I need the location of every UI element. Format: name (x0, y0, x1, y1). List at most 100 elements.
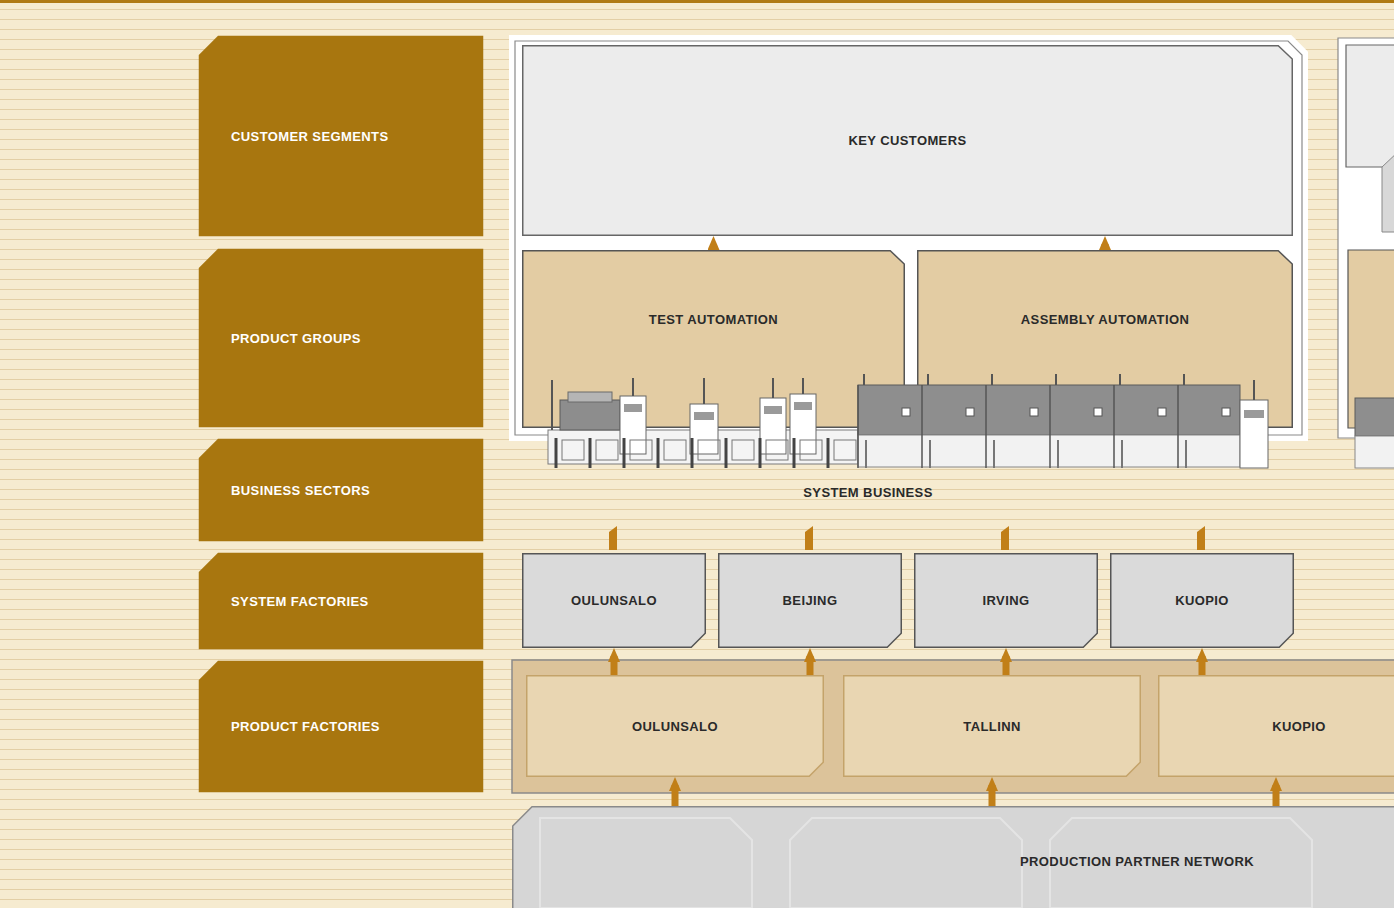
box-label: PRODUCTION PARTNER NETWORK (1020, 854, 1254, 869)
org-box: KEY CUSTOMERS (522, 45, 1293, 236)
box-shape (512, 806, 1394, 908)
machine-part (596, 440, 618, 460)
machine-part (834, 440, 856, 460)
machine-line-stroke (589, 438, 592, 468)
box-label: SYSTEM FACTORIES (231, 594, 369, 609)
machine-part (1244, 410, 1264, 418)
org-box: BEIJING (718, 553, 902, 648)
box-label: TALLINN (963, 719, 1020, 734)
machine-part (902, 408, 910, 416)
row-label-box: BUSINESS SECTORS (198, 438, 484, 542)
machine-line-stroke (657, 438, 660, 468)
machine-part (560, 400, 620, 430)
box-outline (918, 251, 1293, 428)
arrow-tab (1197, 526, 1205, 550)
flow-arrow (1102, 244, 1109, 250)
machine-line-stroke (703, 378, 705, 404)
machine-part (794, 402, 812, 410)
box-outline (1159, 676, 1394, 777)
machine-part (690, 404, 718, 454)
machine-line-stroke (929, 440, 931, 468)
box-label: IRVING (983, 593, 1030, 608)
box-label: OULUNSALO (571, 593, 657, 608)
box-outline (523, 46, 1293, 236)
machine-line-stroke (551, 380, 553, 430)
row-label-box: PRODUCT GROUPS (198, 248, 484, 428)
machine-line-stroke (991, 374, 993, 385)
machine-part (1240, 400, 1268, 468)
machine-line-stroke (857, 385, 859, 468)
machine-line-stroke (863, 374, 865, 385)
org-box: ASSEMBLY AUTOMATION (917, 250, 1293, 428)
box-label: BUSINESS SECTORS (231, 483, 370, 498)
box-outline (915, 554, 1098, 648)
box-outline (513, 807, 1394, 908)
box-label: PRODUCT GROUPS (231, 331, 361, 346)
machine-part (800, 440, 822, 460)
flow-arrow (611, 656, 618, 675)
machine-part (858, 435, 1240, 467)
org-box: IRVING (914, 553, 1098, 648)
org-box: PRODUCTION PARTNER NETWORK (512, 806, 1394, 908)
machine-part (966, 408, 974, 416)
machine-part (732, 440, 754, 460)
machine-line-stroke (793, 438, 796, 468)
machine-line-stroke (691, 438, 694, 468)
box-label: CUSTOMER SEGMENTS (231, 129, 389, 144)
org-box: KUOPIO (1158, 675, 1394, 777)
box-label: OULUNSALO (632, 719, 718, 734)
machine-part (1355, 398, 1394, 436)
flow-arrow (710, 244, 717, 250)
row-label-box: PRODUCT FACTORIES (198, 660, 484, 793)
machine-line-stroke (1055, 374, 1057, 385)
side-panel (1338, 38, 1394, 438)
machine-line-stroke (555, 438, 558, 468)
sector-label: SYSTEM BUSINESS (803, 485, 933, 500)
machine-line-stroke (1119, 374, 1121, 385)
flow-arrow (1273, 785, 1280, 806)
machine-part (664, 440, 686, 460)
machine-line-stroke (1183, 374, 1185, 385)
machine-part (760, 398, 786, 454)
flow-arrow (1003, 656, 1010, 675)
box-label: BEIJING (783, 593, 838, 608)
row-label-box: CUSTOMER SEGMENTS (198, 35, 484, 237)
machine-line-stroke (802, 378, 804, 394)
flow-arrow (989, 785, 996, 806)
machine-part (1094, 408, 1102, 416)
flow-arrow (807, 656, 814, 675)
row-label-box: SYSTEM FACTORIES (198, 552, 484, 650)
machine-part (698, 440, 720, 460)
flow-arrow (672, 785, 679, 806)
box-outline (719, 554, 902, 648)
machine-line-stroke (927, 374, 929, 385)
box-label: ASSEMBLY AUTOMATION (1021, 312, 1189, 327)
arrow-tab (609, 526, 617, 550)
box-label: KUOPIO (1272, 719, 1326, 734)
machine-line-stroke (772, 378, 774, 398)
machine-line-stroke (985, 385, 987, 468)
box-label: TEST AUTOMATION (649, 312, 778, 327)
org-box: OULUNSALO (526, 675, 824, 777)
machine-part (1222, 408, 1230, 416)
org-box: OULUNSALO (522, 553, 706, 648)
machine-part (1355, 436, 1394, 468)
machine-line-stroke (1057, 440, 1059, 468)
machine-part (1030, 408, 1038, 416)
machine-part (568, 392, 612, 402)
box-outline (199, 36, 484, 237)
box-outline (199, 249, 484, 428)
machine-line-stroke (759, 438, 762, 468)
box-shape (917, 250, 1293, 428)
side-panel-box (1346, 45, 1394, 167)
box-outline (523, 251, 905, 428)
machine-part (1158, 408, 1166, 416)
machine-line-stroke (865, 440, 867, 468)
machine-line-stroke (1185, 440, 1187, 468)
machine-part (766, 440, 788, 460)
machine-line-stroke (1113, 385, 1115, 468)
flow-arrow (1199, 656, 1206, 675)
machine-part (764, 406, 782, 414)
